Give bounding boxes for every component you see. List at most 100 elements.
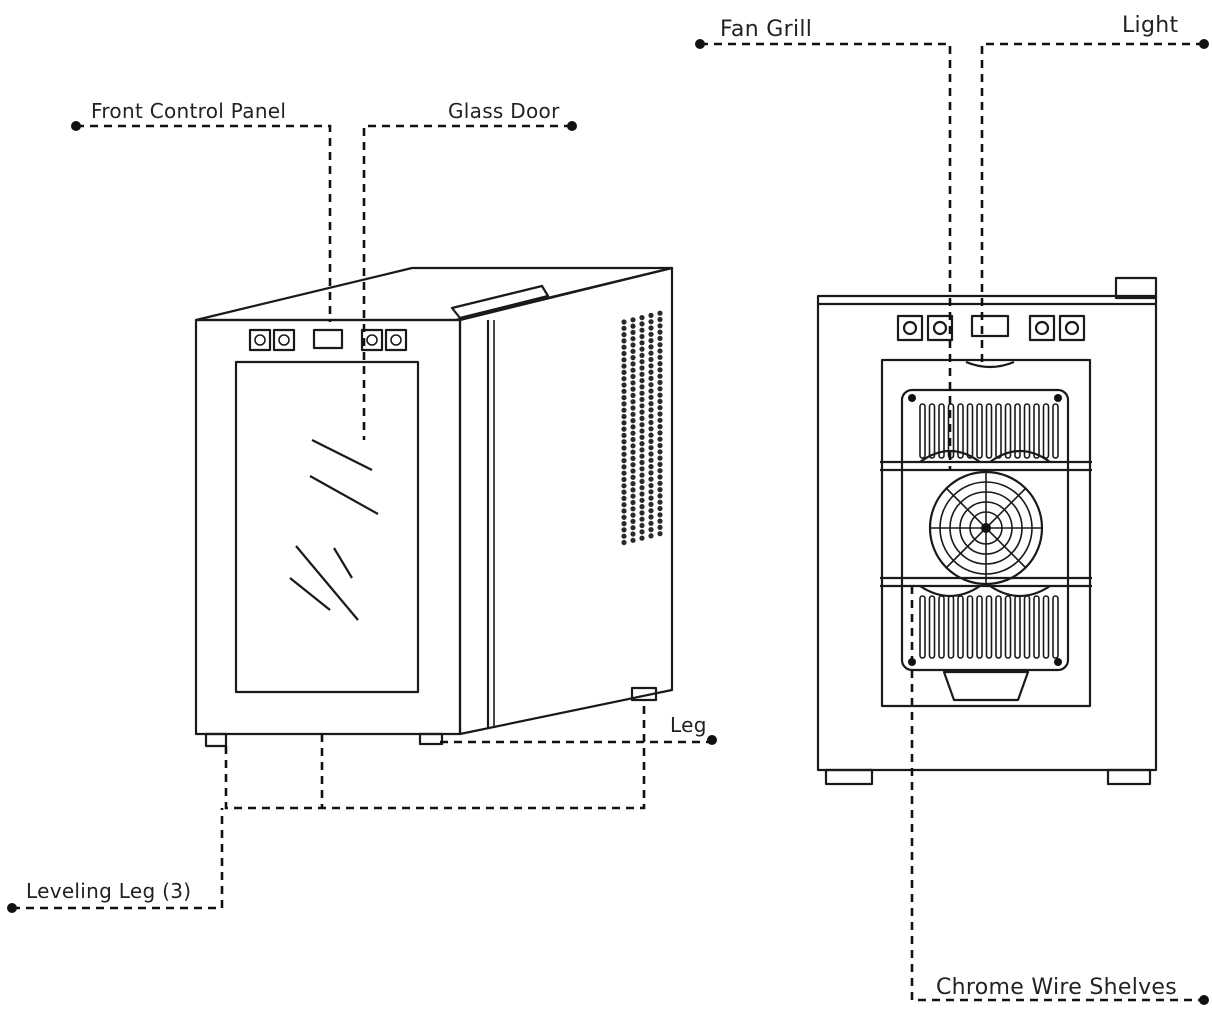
vent-hole (639, 333, 645, 340)
vent-hole (657, 424, 663, 430)
vent-hole (621, 439, 627, 445)
vent-hole (657, 354, 663, 360)
vent-hole (621, 344, 627, 350)
vent-hole (657, 379, 663, 386)
vent-hole (648, 312, 654, 318)
vent-hole (648, 319, 654, 325)
fin (995, 595, 1002, 659)
vent-hole (639, 516, 645, 522)
vent-hole (639, 428, 645, 434)
vent-hole (630, 493, 636, 499)
vent-hole (648, 344, 654, 350)
vent-hole (630, 525, 636, 531)
vent-hole (639, 459, 645, 466)
vent-hole (657, 316, 663, 323)
vent-hole (648, 470, 654, 476)
fin (1023, 403, 1031, 459)
vent-hole (621, 476, 627, 483)
vent-hole (639, 321, 645, 327)
vent-hole (630, 348, 636, 354)
vent-hole (630, 481, 636, 487)
vent-hole (648, 331, 654, 337)
interior-cavity (880, 358, 1092, 708)
vent-hole (657, 367, 663, 373)
vent-hole (630, 317, 636, 323)
vent-hole (621, 338, 627, 344)
interior-light (965, 360, 1015, 369)
fin (957, 403, 964, 459)
vent-hole (621, 407, 627, 413)
vent-hole (657, 480, 663, 486)
fin (976, 595, 983, 659)
fin (1052, 595, 1059, 659)
vent-hole (648, 413, 654, 419)
vent-hole (648, 401, 654, 407)
vent-hole (648, 520, 654, 526)
vent-hole (621, 451, 627, 457)
vent-hole (630, 336, 636, 342)
door-handle (450, 284, 550, 320)
vent-hole (630, 355, 636, 361)
vent-hole (648, 476, 654, 482)
vent-hole (648, 394, 654, 400)
cooler-angled-view (194, 266, 674, 748)
vent-hole (630, 499, 636, 506)
vent-hole (630, 405, 636, 411)
fin (1042, 403, 1050, 459)
chrome-wire-shelf (880, 450, 1092, 472)
vent-hole (630, 443, 636, 449)
fin (1014, 595, 1021, 659)
vent-hole (657, 512, 663, 518)
vent-hole (621, 413, 627, 420)
vent-hole (648, 388, 654, 394)
vent-hole (630, 462, 636, 468)
cooler-front-view (816, 276, 1158, 786)
front-control-panel (248, 328, 408, 352)
vent-hole (639, 472, 645, 478)
vent-hole (621, 357, 627, 363)
vent-hole (630, 468, 636, 474)
vent-hole (648, 325, 654, 331)
vent-hole (621, 470, 627, 476)
drip-tray (942, 670, 1030, 702)
vent-hole (648, 451, 654, 457)
vent-hole (639, 510, 645, 516)
vent-hole (657, 361, 663, 367)
vent-hole (630, 506, 636, 512)
fin (947, 595, 955, 659)
vent-hole (657, 455, 663, 461)
chrome-wire-shelf (880, 576, 1092, 597)
label-front-control-panel: Front Control Panel (91, 99, 286, 123)
vent-hole (621, 369, 627, 375)
vent-hole (657, 342, 663, 348)
vent-hole (657, 442, 663, 449)
vent-hole (630, 367, 636, 373)
vent-hole (648, 501, 654, 507)
vent-hole (630, 386, 636, 392)
fin (1033, 403, 1040, 459)
vent-hole (648, 508, 654, 514)
front-foot-left (824, 768, 874, 786)
vent-hole (621, 388, 627, 394)
heat-sink-fins (919, 403, 1059, 659)
label-leveling-leg: Leveling Leg (3) (26, 879, 191, 903)
vent-hole (648, 382, 654, 388)
fin (1052, 403, 1059, 459)
vent-hole (630, 329, 636, 335)
vent-hole (639, 422, 645, 428)
vent-hole (621, 332, 627, 338)
vent-hole (648, 375, 654, 381)
vent-hole (639, 441, 645, 447)
vent-hole (657, 505, 663, 512)
vent-hole (639, 327, 645, 333)
vent-hole (630, 424, 636, 430)
vent-hole (648, 338, 654, 344)
display-window (970, 314, 1010, 338)
fin (928, 403, 936, 459)
front-foot-right (1106, 768, 1152, 786)
vent-hole (639, 315, 645, 321)
vent-hole (648, 369, 654, 375)
vent-hole (630, 361, 636, 367)
rear-panel (900, 388, 1070, 672)
vent-hole (648, 464, 654, 470)
